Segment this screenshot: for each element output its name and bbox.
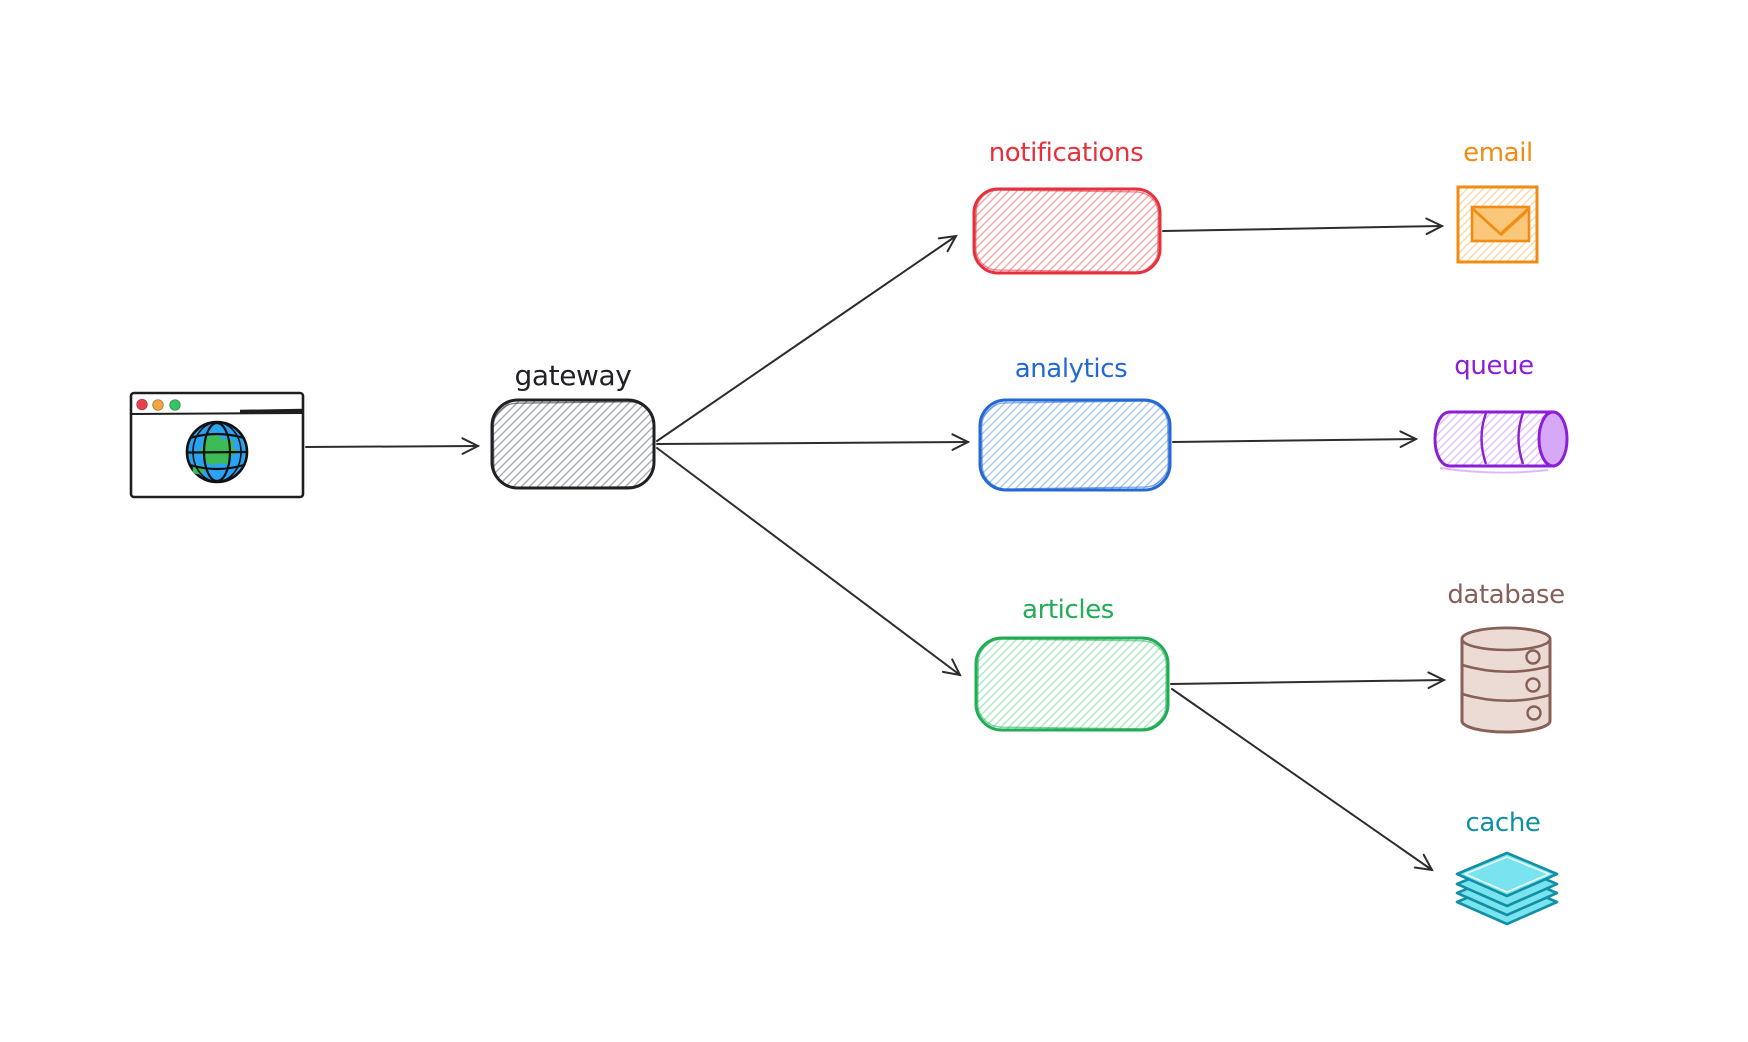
database-cylinder-icon (1460, 626, 1552, 734)
articles-label: articles (1022, 595, 1114, 625)
edge-browser-gateway (305, 437, 481, 455)
queue-label: queue (1454, 351, 1533, 381)
cache-label: cache (1466, 808, 1541, 838)
email-label: email (1463, 138, 1533, 168)
globe-icon (185, 420, 249, 484)
traffic-light-green-icon (169, 399, 181, 411)
node-email: email (1456, 138, 1539, 264)
edge-gateway-analytics (656, 433, 971, 451)
node-analytics: analytics (978, 354, 1172, 492)
traffic-light-yellow-icon (152, 399, 164, 411)
node-database: database (1447, 580, 1565, 734)
node-queue: queue (1433, 351, 1569, 474)
analytics-box (978, 398, 1172, 492)
node-browser (129, 391, 305, 499)
envelope-icon (1456, 185, 1539, 264)
database-label: database (1447, 580, 1564, 610)
layers-icon (1455, 851, 1559, 926)
edge-analytics-queue (1172, 430, 1419, 448)
node-articles: articles (974, 595, 1170, 732)
node-notifications: notifications (972, 138, 1162, 275)
gateway-label: gateway (515, 359, 632, 392)
analytics-label: analytics (1015, 354, 1128, 384)
traffic-light-red-icon (136, 398, 148, 411)
node-gateway: gateway (490, 359, 656, 490)
node-cache: cache (1455, 808, 1559, 926)
edge-articles-cache (1171, 688, 1434, 872)
edge-articles-database (1170, 671, 1447, 690)
notifications-box (972, 187, 1162, 275)
gateway-box (490, 398, 656, 490)
notifications-label: notifications (989, 138, 1144, 168)
edge-gateway-notifications (656, 234, 958, 442)
edge-gateway-articles (656, 447, 962, 677)
edges (305, 217, 1447, 872)
edge-notifications-email (1162, 217, 1445, 236)
pipe-cylinder-icon (1433, 410, 1569, 474)
articles-box (974, 636, 1170, 732)
